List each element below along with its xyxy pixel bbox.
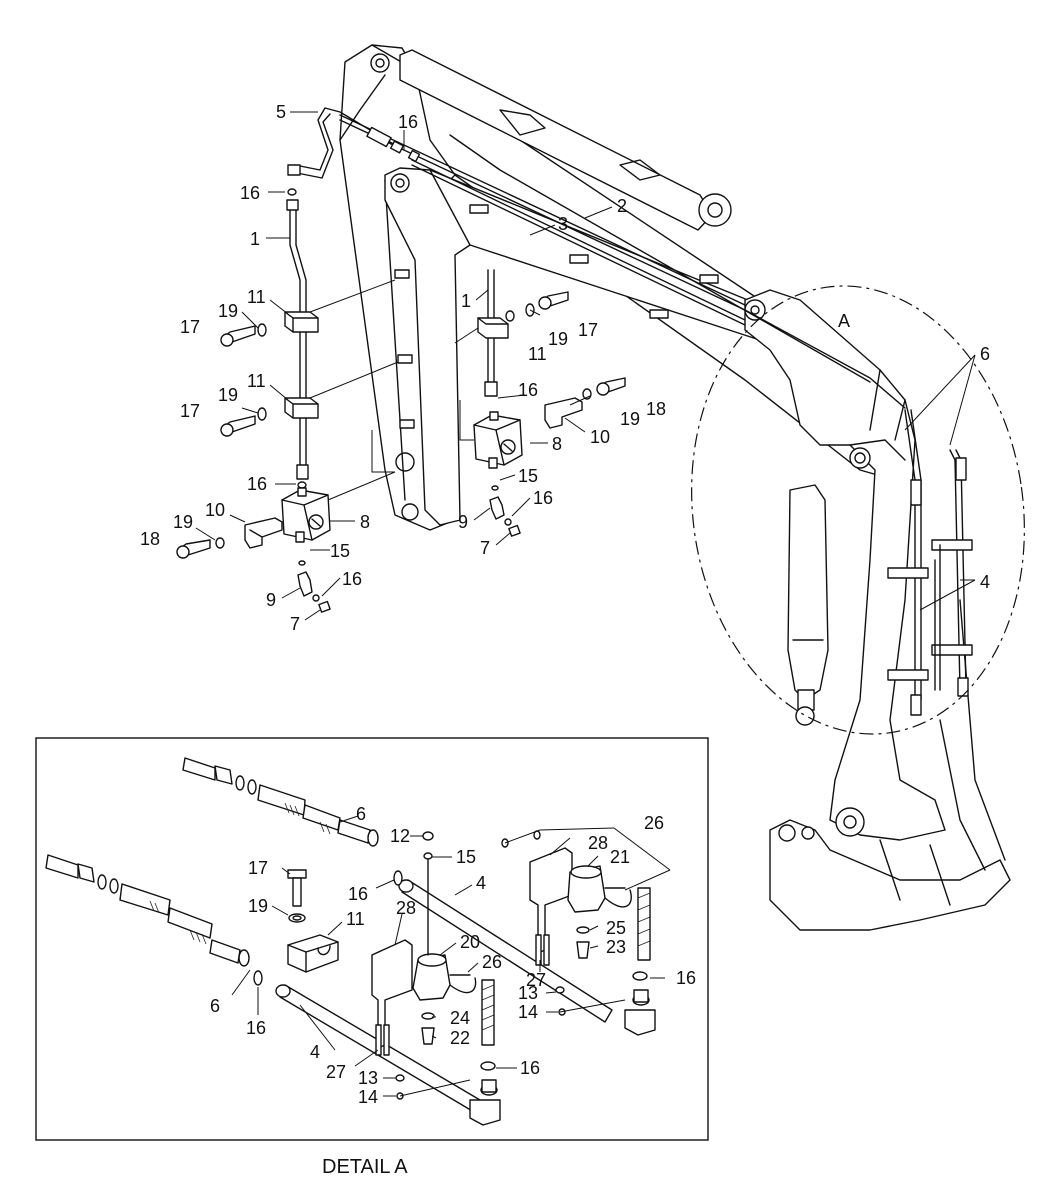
callout-19: 19 [218,385,238,405]
callout-27: 27 [526,970,546,990]
callout-10: 10 [205,500,225,520]
left-pipe-assembly [176,188,399,613]
callout-17: 17 [180,401,200,421]
callout-26: 26 [482,952,502,972]
main-callouts: 5 16 16 1 2 3 1 19 11 17 19 11 17 19 11 … [140,102,990,634]
callout-25: 25 [606,918,626,938]
callout-16: 16 [246,1018,266,1038]
callout-12: 12 [390,826,410,846]
callout-19: 19 [620,409,640,429]
callout-24: 24 [450,1008,470,1028]
callout-23: 23 [606,937,626,957]
callout-4: 4 [980,572,990,592]
callout-19: 19 [248,896,268,916]
detail-a-marker: A [838,311,850,331]
callout-13: 13 [518,983,538,1003]
callout-16: 16 [342,569,362,589]
callout-8: 8 [360,512,370,532]
callout-16: 16 [348,884,368,904]
callout-22: 22 [450,1028,470,1048]
detail-a-caption: DETAIL A [322,1156,408,1178]
callout-16: 16 [247,474,267,494]
callout-6: 6 [210,996,220,1016]
callout-9: 9 [458,512,468,532]
callout-11: 11 [346,909,365,929]
callout-6: 6 [980,344,990,364]
callout-6: 6 [356,804,366,824]
callout-17: 17 [248,858,268,878]
callout-5: 5 [276,102,286,122]
callout-1: 1 [250,229,260,249]
callout-17: 17 [578,320,598,340]
detail-a-boundary [691,285,1025,735]
callout-15: 15 [518,466,538,486]
boom-structure [339,44,1011,931]
callout-19: 19 [218,301,238,321]
callout-7: 7 [290,614,300,634]
callout-14: 14 [518,1002,538,1022]
callout-16: 16 [533,488,553,508]
callout-4: 4 [310,1042,320,1062]
callout-16: 16 [676,968,696,988]
callout-16: 16 [520,1058,540,1078]
callout-11: 11 [528,344,547,364]
callout-13: 13 [358,1068,378,1088]
callout-28: 28 [588,833,608,853]
callout-2: 2 [617,196,627,216]
callout-14: 14 [358,1087,378,1107]
detail-a-drawing [45,757,656,1126]
callout-17: 17 [180,317,200,337]
callout-7: 7 [480,538,490,558]
main-leaders [195,111,976,621]
callout-4: 4 [476,873,486,893]
callout-16: 16 [398,112,418,132]
callout-8: 8 [552,434,562,454]
callout-19: 19 [173,512,193,532]
callout-28: 28 [396,898,416,918]
callout-3: 3 [558,214,568,234]
callout-15: 15 [456,847,476,867]
right-pipe-assembly [454,269,626,537]
detail-leaders [231,815,671,1097]
detail-a-frame [35,737,709,1141]
callout-18: 18 [646,399,666,419]
callout-11: 11 [247,371,266,391]
callout-9: 9 [266,590,276,610]
callout-26: 26 [644,813,664,833]
callout-15: 15 [330,541,350,561]
boom-pipes [287,107,906,409]
callout-19: 19 [548,329,568,349]
callout-21: 21 [610,847,630,867]
callout-27: 27 [326,1062,346,1082]
callout-18: 18 [140,529,160,549]
callout-11: 11 [247,287,266,307]
detail-callouts: 6 12 15 28 26 21 17 16 4 19 11 28 20 26 … [210,804,696,1107]
callout-1: 1 [461,291,471,311]
callout-20: 20 [460,932,480,952]
callout-10: 10 [590,427,610,447]
callout-16: 16 [240,183,260,203]
callout-16: 16 [518,380,538,400]
arm-hoses [887,409,973,716]
